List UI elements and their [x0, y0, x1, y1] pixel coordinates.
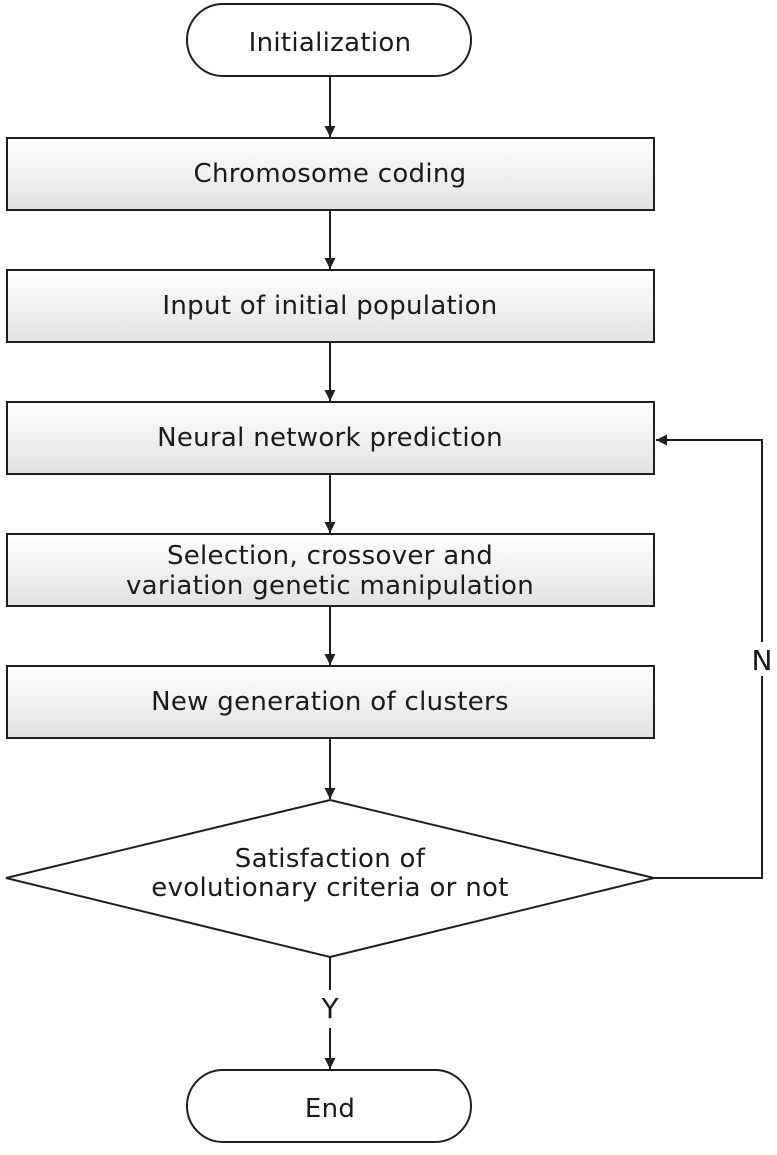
end-terminator-shape — [186, 1069, 472, 1143]
new-generation-label: New generation of clusters — [151, 687, 509, 717]
end-label: End — [305, 1094, 355, 1124]
chromosome-coding-box — [6, 137, 655, 211]
node-genetic-manipulation: Selection, crossover and variation genet… — [6, 533, 655, 607]
arrow-decision-no-lower — [654, 676, 763, 879]
decision-line1: Satisfaction of — [235, 844, 426, 874]
genetic-manipulation-line2: variation genetic manipulation — [126, 571, 534, 601]
node-new-generation: New generation of clusters — [6, 665, 655, 739]
start-label: Initialization — [249, 28, 412, 58]
node-decision: Satisfaction of evolutionary criteria or… — [5, 798, 655, 959]
initial-population-box — [6, 269, 655, 343]
node-chromosome-coding: Chromosome coding — [6, 137, 655, 211]
nn-prediction-label: Neural network prediction — [157, 423, 503, 453]
decision-line2: evolutionary criteria or not — [151, 873, 508, 903]
nn-prediction-box — [6, 401, 655, 475]
arrow-decision-no-upper — [656, 434, 763, 642]
node-end: End — [186, 1069, 472, 1143]
node-start: Initialization — [186, 3, 472, 77]
no-label: N — [752, 644, 773, 677]
chromosome-coding-label: Chromosome coding — [194, 159, 467, 189]
node-initial-population: Input of initial population — [6, 269, 655, 343]
node-nn-prediction: Neural network prediction — [6, 401, 655, 475]
initial-population-label: Input of initial population — [162, 291, 497, 321]
genetic-manipulation-line1: Selection, crossover and — [167, 541, 493, 571]
yes-label: Y — [320, 992, 339, 1025]
